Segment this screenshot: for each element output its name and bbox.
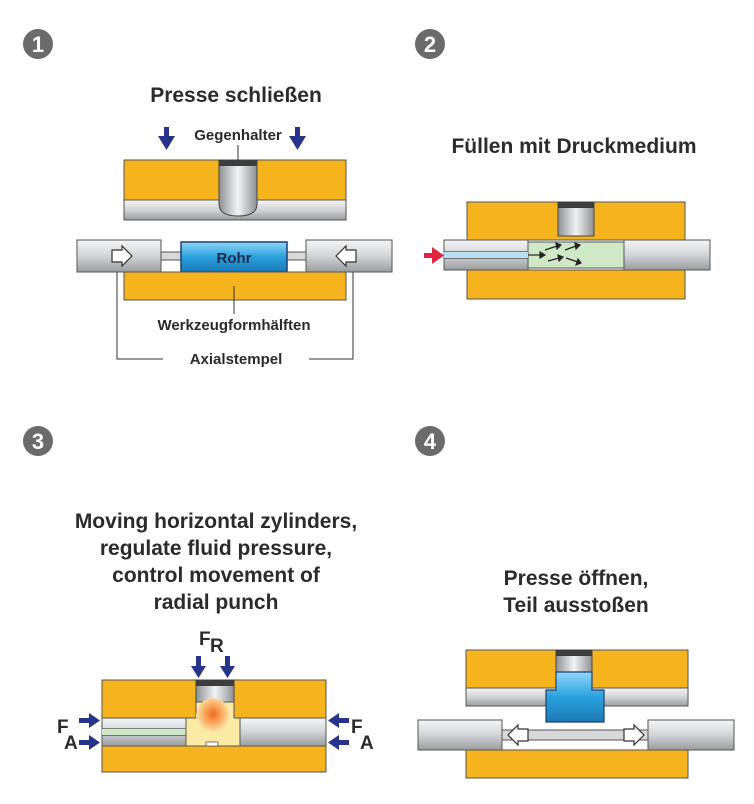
lower-die-half — [466, 269, 686, 300]
axial-force-right-label: F — [351, 717, 363, 738]
arrow-right-icon — [111, 244, 133, 268]
svg-text:4: 4 — [424, 429, 437, 454]
svg-text:1: 1 — [32, 32, 44, 57]
radial-force-label: F — [199, 629, 211, 650]
axial-punch-right — [647, 719, 735, 751]
svg-text:2: 2 — [424, 32, 436, 57]
axial-force-left-label: F — [57, 717, 69, 738]
step-3-title-line-4: radial punch — [154, 591, 279, 614]
step-3-title-line-3: control movement of — [112, 564, 321, 587]
arrow-left-icon — [335, 244, 357, 268]
step-3-title-line-2: regulate fluid pressure, — [100, 537, 332, 560]
step-3-title-line-1: Moving horizontal zylinders, — [75, 510, 357, 533]
axial-punch-label: Axialstempel — [190, 351, 283, 368]
fluid-inlet-arrow-icon — [424, 247, 444, 264]
step-4-panel: 4 Presse öffnen, Teil ausstoßen — [415, 426, 735, 779]
flow-arrows — [528, 242, 582, 267]
step-1-badge: 1 — [23, 29, 53, 59]
step-4-title-line-1: Presse öffnen, — [504, 567, 649, 590]
radial-force-arrow-right — [220, 656, 235, 678]
tube — [180, 241, 288, 273]
axial-force-arrows-left — [79, 713, 100, 750]
axial-punch-right — [623, 239, 711, 271]
step-1-panel: 1 Presse schließen Gegenhalter Rohr — [23, 29, 393, 368]
lower-die-half — [123, 271, 347, 301]
step-4-title-line-2: Teil ausstoßen — [503, 594, 648, 617]
press-down-arrow-right — [289, 127, 306, 150]
radial-force-arrow-left — [191, 656, 206, 678]
arrow-left-icon — [507, 723, 529, 747]
step-2-title: Füllen mit Druckmedium — [451, 135, 696, 158]
die-halves-label: Werkzeugformhälften — [157, 317, 310, 334]
arrow-right-icon — [623, 723, 645, 747]
lower-die-half — [101, 745, 327, 773]
counterholder — [218, 159, 258, 217]
step-1-title: Presse schließen — [150, 84, 322, 107]
axial-punch-right — [239, 717, 327, 747]
axial-force-left-subscript: A — [64, 733, 78, 754]
step-2-badge: 2 — [415, 29, 445, 59]
axial-force-right-subscript: A — [360, 733, 374, 754]
step-2-panel: 2 Füllen mit Druckmedium — [415, 29, 711, 300]
lower-die-half — [465, 749, 689, 779]
axial-force-arrows-right — [328, 713, 349, 750]
tube-label: Rohr — [217, 250, 252, 267]
step-3-panel: 3 Moving horizontal zylinders, regulate … — [23, 426, 374, 773]
ejected-part — [545, 671, 605, 723]
step-3-badge: 3 — [23, 426, 53, 456]
radial-force-subscript: R — [210, 636, 224, 657]
pressure-zone — [196, 698, 230, 734]
svg-text:3: 3 — [32, 429, 44, 454]
press-down-arrow-left — [158, 127, 175, 150]
step-4-badge: 4 — [415, 426, 445, 456]
counterholder-label: Gegenhalter — [194, 127, 282, 144]
axial-punch-left — [417, 719, 503, 751]
